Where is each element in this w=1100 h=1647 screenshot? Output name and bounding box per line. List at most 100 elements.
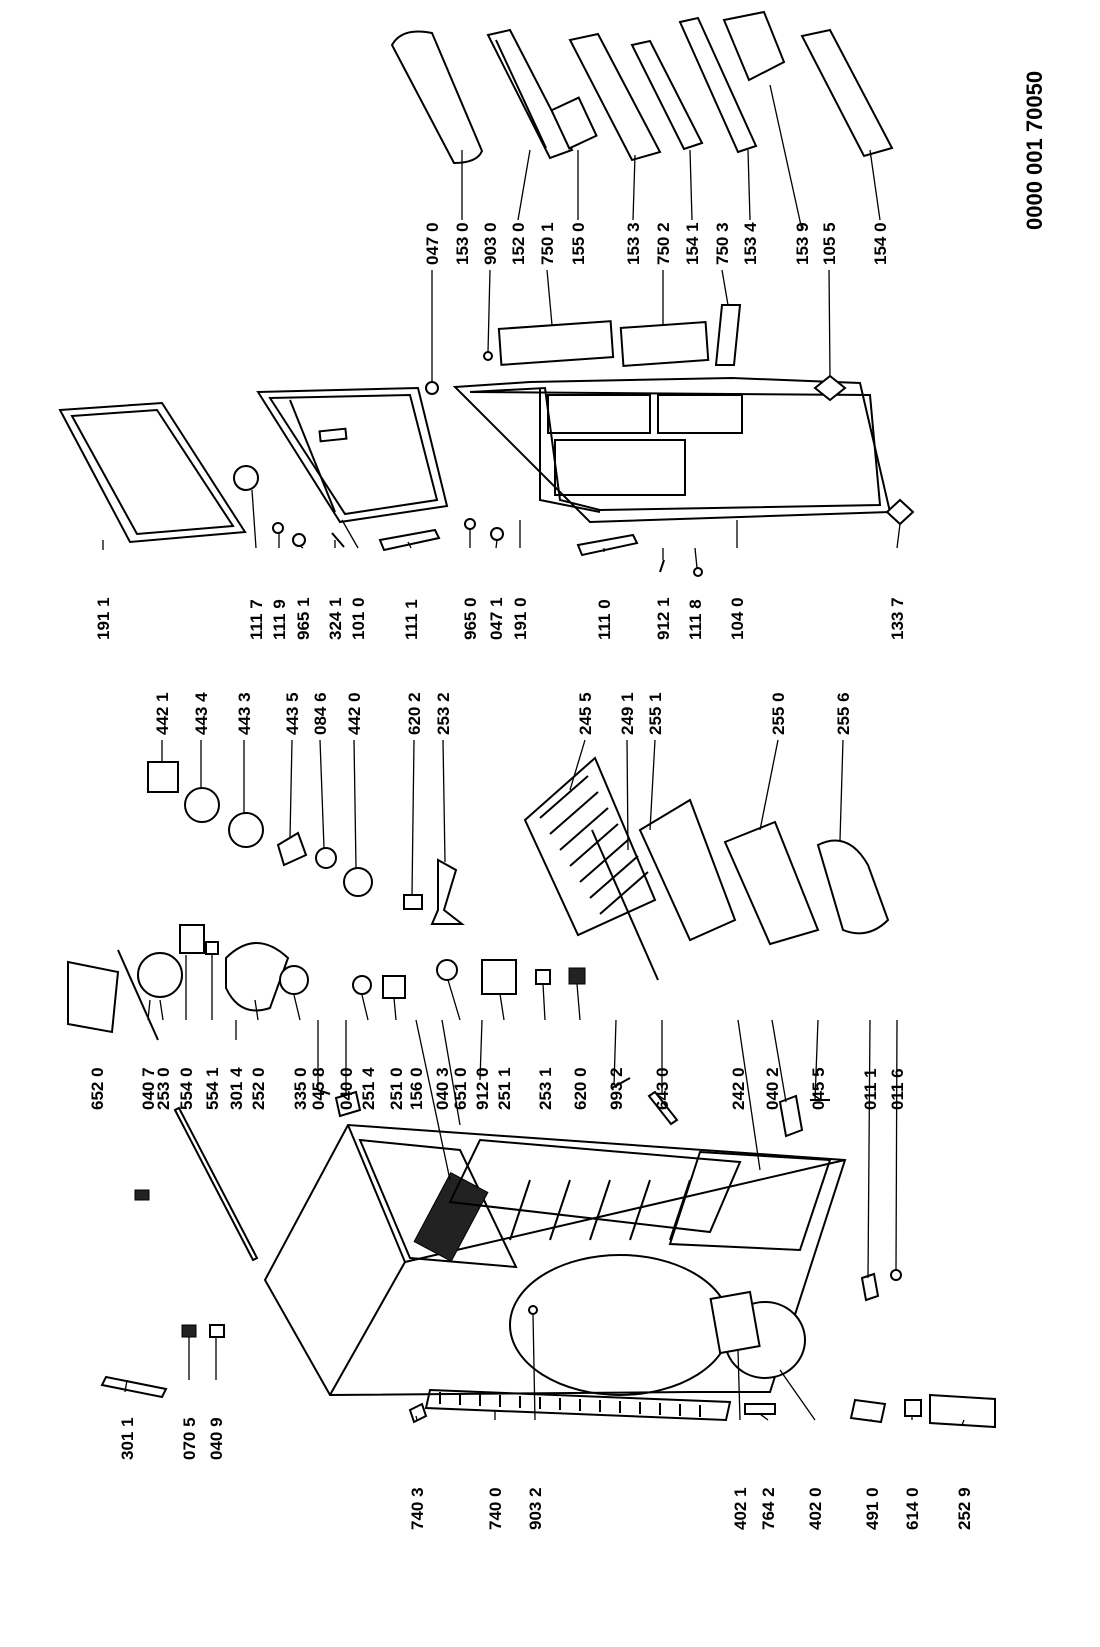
part-label-903-2: 903 2 [526, 1487, 545, 1530]
part-number: 153 3 [624, 222, 643, 265]
part-label-643-0: 643 0 [653, 1067, 672, 1110]
part-label-651-0: 651 0 [451, 1067, 470, 1110]
part-number: 903 0 [481, 222, 500, 265]
part-label-491-0: 491 0 [863, 1487, 882, 1530]
part-label-040-0: 040 0 [337, 1067, 356, 1110]
part-number: 253 2 [434, 692, 453, 735]
part-label-251-0: 251 0 [387, 1067, 406, 1110]
part-label-111-7: 111 7 [247, 599, 266, 640]
part-label-620-0: 620 0 [571, 1067, 590, 1110]
part-label-912-0: 912 0 [473, 1067, 492, 1110]
part-label-101-0: 101 0 [349, 597, 368, 640]
part-label-301-1: 301 1 [118, 1417, 137, 1460]
part-number: 903 2 [526, 1487, 545, 1530]
part-label-903-0: 903 0 [481, 222, 500, 265]
part-label-153-3: 153 3 [624, 222, 643, 265]
part-label-105-5: 105 5 [820, 222, 839, 265]
part-label-153-4: 153 4 [741, 222, 760, 265]
part-label-111-0: 111 0 [595, 599, 614, 640]
part-label-255-1: 255 1 [646, 692, 665, 735]
part-label-255-6: 255 6 [834, 692, 853, 735]
part-label-155-0: 155 0 [569, 222, 588, 265]
freezer-door-101-0 [256, 386, 449, 524]
part-label-040-2: 040 2 [763, 1067, 782, 1110]
part-number: 153 4 [741, 222, 760, 265]
part-label-614-0: 614 0 [903, 1487, 922, 1530]
part-label-402-1: 402 1 [731, 1487, 750, 1530]
part-label-965-1: 965 1 [294, 597, 313, 640]
part-label-554-0: 554 0 [177, 1067, 196, 1110]
part-number: 912 1 [654, 597, 673, 640]
part-number: 249 1 [618, 692, 637, 735]
part-number: 040 7 [139, 1067, 158, 1110]
part-number: 442 0 [345, 692, 364, 735]
part-number: 011 1 [861, 1068, 880, 1110]
part-number: 750 1 [538, 222, 557, 265]
part-number: 652 0 [88, 1067, 107, 1110]
part-number: 255 0 [769, 692, 788, 735]
part-label-252-9: 252 9 [955, 1487, 974, 1530]
part-label-750-2: 750 2 [654, 222, 673, 265]
part-label-111-1: 111 1 [402, 599, 421, 640]
part-label-993-2: 993 2 [607, 1067, 626, 1110]
part-label-251-4: 251 4 [359, 1067, 378, 1110]
part-number: 040 0 [337, 1067, 356, 1110]
part-number: 402 0 [806, 1487, 825, 1530]
part-number: 156 0 [407, 1067, 426, 1110]
part-number: 191 0 [511, 597, 530, 640]
part-number: 965 1 [294, 597, 313, 640]
part-number: 402 1 [731, 1487, 750, 1530]
part-label-011-6: 011 6 [888, 1068, 907, 1110]
part-number: 253 1 [536, 1067, 555, 1110]
part-label-324-1: 324 1 [326, 597, 345, 640]
shelf-holders-750 [497, 304, 742, 367]
part-label-191-1: 191 1 [94, 597, 113, 640]
part-label-104-0: 104 0 [728, 597, 747, 640]
part-number: 643 0 [653, 1067, 672, 1110]
part-number: 152 0 [509, 222, 528, 265]
part-number: 105 5 [820, 222, 839, 265]
part-number: 443 3 [235, 692, 254, 735]
part-label-255-0: 255 0 [769, 692, 788, 735]
part-label-156-0: 156 0 [407, 1067, 426, 1110]
part-number: 111 9 [270, 599, 289, 640]
part-number: 443 4 [192, 692, 211, 735]
door-gasket-191-1 [58, 401, 247, 544]
part-label-242-0: 242 0 [729, 1067, 748, 1110]
part-label-443-5: 443 5 [283, 692, 302, 735]
part-label-740-0: 740 0 [486, 1487, 505, 1530]
part-label-252-0: 252 0 [249, 1067, 268, 1110]
part-label-965-0: 965 0 [461, 597, 480, 640]
part-label-750-1: 750 1 [538, 222, 557, 265]
part-label-442-0: 442 0 [345, 692, 364, 735]
part-label-249-1: 249 1 [618, 692, 637, 735]
part-number: 251 0 [387, 1067, 406, 1110]
part-number: 133 7 [888, 597, 907, 640]
part-number: 251 1 [495, 1067, 514, 1110]
part-label-111-9: 111 9 [270, 599, 289, 640]
part-number: 750 2 [654, 222, 673, 265]
part-number: 111 1 [402, 599, 421, 640]
part-label-912-1: 912 1 [654, 597, 673, 640]
part-label-443-3: 443 3 [235, 692, 254, 735]
part-number: 104 0 [728, 597, 747, 640]
part-label-402-0: 402 0 [806, 1487, 825, 1530]
part-number: 045 8 [309, 1067, 328, 1110]
part-label-301-4: 301 4 [227, 1067, 246, 1110]
part-number: 443 5 [283, 692, 302, 735]
part-label-111-8: 111 8 [686, 599, 705, 640]
electrical-parts [67, 924, 586, 1041]
part-label-245-5: 245 5 [576, 692, 595, 735]
part-number: 740 3 [408, 1487, 427, 1530]
part-number: 620 2 [405, 692, 424, 735]
part-number: 245 5 [576, 692, 595, 735]
part-number: 335 0 [291, 1067, 310, 1110]
part-label-554-1: 554 1 [203, 1067, 222, 1110]
part-label-253-0: 253 0 [154, 1067, 173, 1110]
part-number: 153 0 [453, 222, 472, 265]
compressor [709, 1290, 806, 1379]
part-label-045-5: 045 5 [809, 1067, 828, 1110]
